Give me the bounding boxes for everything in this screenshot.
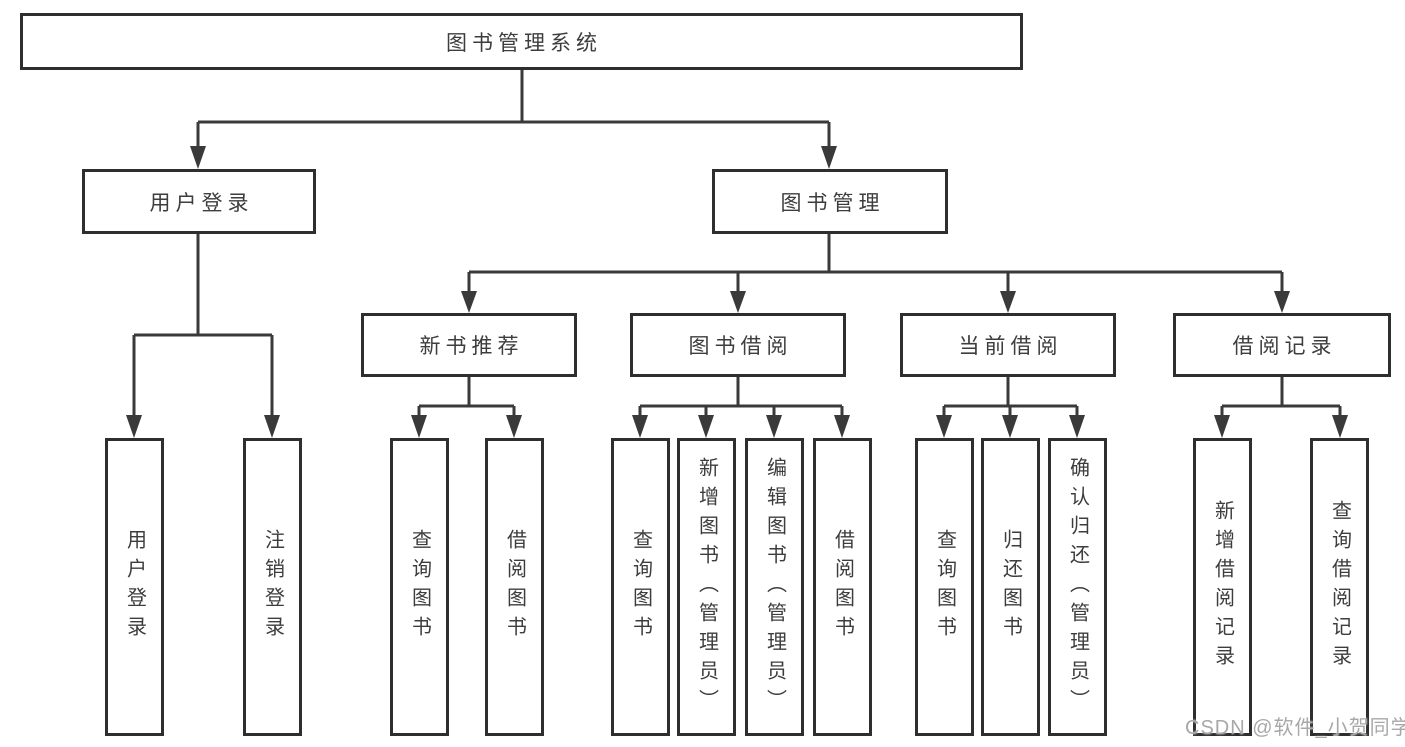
leaf-confirm-return-admin: 确认归还（管理员） <box>1048 438 1107 736</box>
leaf-add-borrow-record-label: 新增借阅记录 <box>1211 500 1234 674</box>
watermark: CSDN @软件_小贺同学 <box>1185 717 1405 739</box>
node-new-book-recommendation-label: 新书推荐 <box>419 335 524 358</box>
node-book-management-label: 图书管理 <box>780 191 885 215</box>
node-book-borrowing-label: 图书借阅 <box>688 335 793 358</box>
root-node-label: 图书管理系统 <box>446 31 602 55</box>
leaf-recommend-borrow-book-label: 借阅图书 <box>503 529 526 645</box>
leaf-edit-book-admin-label: 编辑图书（管理员） <box>763 456 786 718</box>
leaf-confirm-return-admin-label: 确认归还（管理员） <box>1066 456 1089 718</box>
node-new-book-recommendation: 新书推荐 <box>361 313 577 377</box>
leaf-add-borrow-record: 新增借阅记录 <box>1193 438 1252 736</box>
leaf-borrowing-query-book: 查询图书 <box>611 438 670 736</box>
leaf-user-login-label: 用户登录 <box>123 529 146 645</box>
leaf-logout: 注销登录 <box>243 438 302 736</box>
leaf-add-book-admin-label: 新增图书（管理员） <box>695 456 718 718</box>
leaf-return-book-label: 归还图书 <box>999 529 1022 645</box>
leaf-borrowing-borrow-book-label: 借阅图书 <box>831 529 854 645</box>
leaf-add-book-admin: 新增图书（管理员） <box>677 438 736 736</box>
node-borrowing-records-label: 借阅记录 <box>1232 335 1337 358</box>
leaf-edit-book-admin: 编辑图书（管理员） <box>745 438 804 736</box>
leaf-query-borrow-record: 查询借阅记录 <box>1310 438 1369 736</box>
leaf-current-query-book: 查询图书 <box>915 438 974 736</box>
leaf-recommend-borrow-book: 借阅图书 <box>485 438 544 736</box>
leaf-recommend-query-book-label: 查询图书 <box>408 529 431 645</box>
leaf-recommend-query-book: 查询图书 <box>390 438 449 736</box>
node-current-borrowing-label: 当前借阅 <box>958 335 1063 358</box>
leaf-current-query-book-label: 查询图书 <box>933 529 956 645</box>
node-book-management: 图书管理 <box>712 169 948 234</box>
root-node: 图书管理系统 <box>20 13 1023 70</box>
node-borrowing-records: 借阅记录 <box>1173 313 1391 377</box>
node-user-login: 用户登录 <box>82 169 316 234</box>
leaf-query-borrow-record-label: 查询借阅记录 <box>1328 500 1351 674</box>
leaf-logout-label: 注销登录 <box>261 529 284 645</box>
node-current-borrowing: 当前借阅 <box>900 313 1116 377</box>
node-user-login-label: 用户登录 <box>149 191 254 215</box>
node-book-borrowing: 图书借阅 <box>630 313 846 377</box>
leaf-borrowing-borrow-book: 借阅图书 <box>813 438 872 736</box>
leaf-user-login: 用户登录 <box>105 438 164 736</box>
leaf-return-book: 归还图书 <box>981 438 1040 736</box>
leaf-borrowing-query-book-label: 查询图书 <box>629 529 652 645</box>
